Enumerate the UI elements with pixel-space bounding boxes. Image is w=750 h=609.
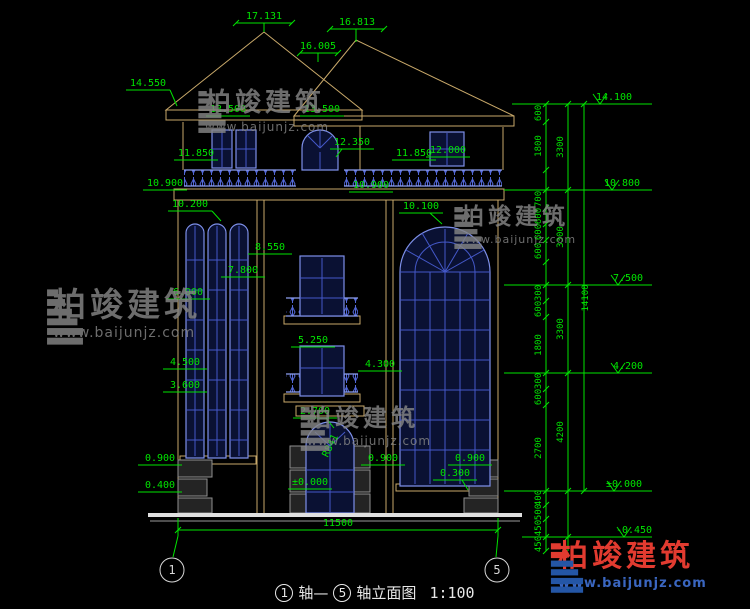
dim-label: 10.200: [172, 199, 208, 210]
chain-label: 400: [534, 490, 544, 506]
watermark-name: 柏竣建筑: [53, 285, 201, 324]
dimension-labels: 17.131 16.813 16.005 14.550 13.500 13.50…: [130, 11, 652, 552]
axis-bubbles: 1 5: [159, 557, 510, 583]
dim-label: 12.000: [430, 145, 466, 156]
bottom-dim-label: 11500: [323, 518, 353, 529]
dim-label: 3.600: [170, 380, 200, 391]
drawing-title: 1 轴— 5 轴立面图 1:100: [0, 582, 750, 603]
dim-label: 0.900: [368, 453, 398, 464]
level-label: 7.500: [613, 273, 643, 284]
watermark: 柏竣建筑 www.baijunjz.com: [298, 404, 432, 451]
watermark-url: www.baijunjz.com: [205, 120, 330, 134]
dimension-ticks: [174, 19, 588, 555]
chain-label: 3300: [556, 226, 566, 248]
axis-bubble-right: [484, 557, 510, 583]
dim-label: 14.550: [130, 78, 166, 89]
chain-label: 450: [534, 536, 544, 552]
level-label: -0.450: [616, 525, 652, 536]
chain-label: 3300: [556, 318, 566, 340]
title-axis-circle-start: 1: [275, 583, 294, 602]
watermark-name: 柏竣建筑: [461, 204, 569, 230]
title-axis-circle-end: 5: [333, 583, 352, 602]
chain-label: 700: [534, 191, 544, 207]
watermark-url: www.baijunjz.com: [461, 233, 577, 246]
chain-label: 300: [534, 285, 544, 301]
dim-label: 4.300: [365, 359, 395, 370]
centre-bay-windows: [299, 255, 355, 514]
chain-total-label: 14100: [581, 284, 591, 311]
watermark-url: www.baijunjz.com: [307, 434, 432, 448]
chain-label: 600: [534, 105, 544, 121]
chain-label: 450: [534, 520, 544, 536]
chain-label: 600: [534, 208, 544, 224]
dim-label: 0.900: [455, 453, 485, 464]
watermark: 柏竣建筑 www.baijunjz.com: [452, 204, 577, 249]
chain-label: 1800: [534, 135, 544, 157]
dim-label: 0.300: [440, 468, 470, 479]
dim-label: 6.900: [173, 287, 203, 298]
dim-label: 13.500: [210, 104, 246, 115]
chain-label: 4200: [556, 421, 566, 443]
chain-label: 600: [534, 389, 544, 405]
watermark: 柏竣建筑 www.baijunjz.com: [196, 90, 329, 133]
level-label: 14.100: [596, 92, 632, 103]
chain-label: 3300: [556, 136, 566, 158]
level-label: ±0.000: [606, 479, 642, 490]
title-axis-separator: 轴—: [298, 584, 329, 602]
dim-label: 0.400: [145, 480, 175, 491]
axis-bubble-left-label: 1: [168, 563, 175, 577]
dim-label: 11.850: [396, 148, 432, 159]
dim-label: 13.500: [304, 104, 340, 115]
level-triangles: [592, 93, 632, 538]
dim-label: 17.131: [246, 11, 282, 22]
chain-label: 600: [534, 224, 544, 240]
title-text: 轴立面图: [356, 584, 417, 602]
brand-name: 柏竣建筑: [558, 539, 694, 574]
dim-label: 4.500: [170, 357, 200, 368]
watermark-url: www.baijunjz.com: [53, 325, 196, 341]
dim-label: 8.550: [255, 242, 285, 253]
ground-line: [148, 513, 522, 522]
chain-label: 600: [534, 243, 544, 259]
axis-bubble-right-label: 5: [493, 563, 500, 577]
dim-label: 16.005: [300, 41, 336, 52]
dim-label: 16.813: [339, 17, 375, 28]
attic-windows: [211, 129, 465, 171]
chain-label: 600: [534, 301, 544, 317]
dim-label: 11.850: [178, 148, 214, 159]
dim-label: 2.700: [300, 406, 330, 417]
axis-bubble-left: [159, 557, 185, 583]
dim-label: 10.900: [147, 178, 183, 189]
underlines: [126, 89, 492, 493]
brand-logo: 柏竣建筑 www.baijunjz.com: [548, 539, 707, 593]
dim-label: ±0.000: [292, 477, 328, 488]
left-bay-windows: [185, 223, 249, 459]
right-bay-arch-window: [399, 226, 491, 487]
roof: [164, 31, 515, 127]
dim-label: 10.100: [403, 201, 439, 212]
level-label: 10.800: [604, 178, 640, 189]
watermark-name: 柏竣建筑: [205, 88, 326, 118]
title-scale: 1:100: [429, 583, 475, 602]
dim-label: 5.250: [298, 335, 328, 346]
watermark-name: 柏竣建筑: [307, 404, 419, 432]
brand-url: www.baijunjz.com: [558, 576, 707, 591]
dim-label: 7.800: [228, 265, 258, 276]
chain-label: 300: [534, 373, 544, 389]
chain-label: 1800: [534, 334, 544, 356]
dim-label: 12.350: [334, 137, 370, 148]
chain-label: 2700: [534, 437, 544, 459]
dimension-lines: [126, 19, 652, 558]
chain-label: 500: [534, 504, 544, 520]
dim-label: 10.900: [353, 180, 389, 191]
dim-label: 0.900: [145, 453, 175, 464]
level-label: 4.200: [613, 361, 643, 372]
